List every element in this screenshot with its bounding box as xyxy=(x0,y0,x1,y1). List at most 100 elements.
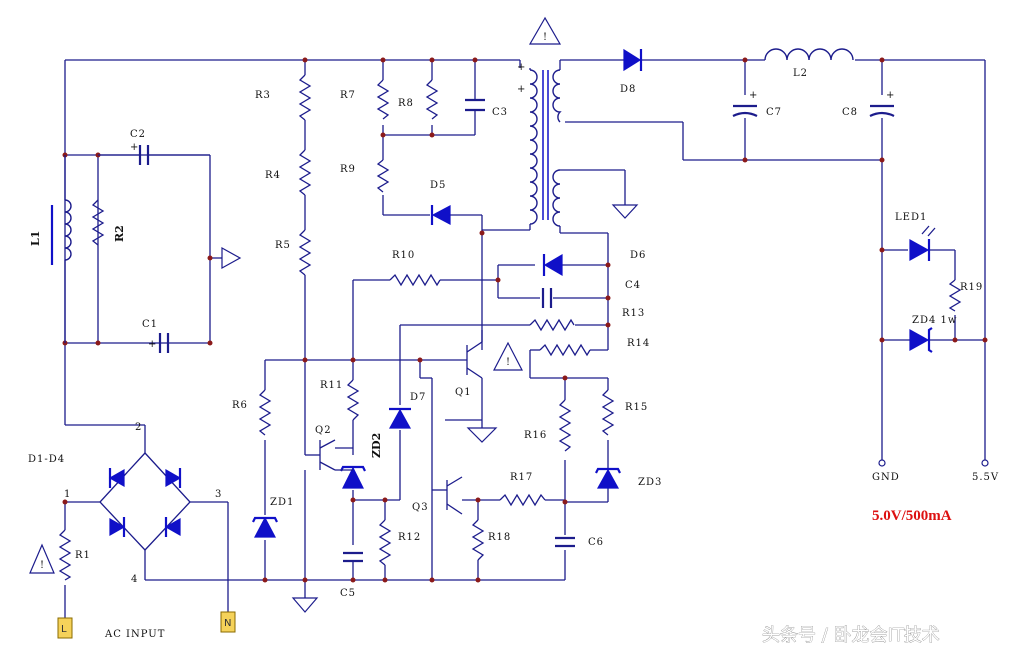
resistor-r17 xyxy=(499,493,546,507)
resistor-r18 xyxy=(471,519,485,561)
transistor-q2 xyxy=(319,439,353,471)
resistors xyxy=(58,74,962,581)
label-zd1: ZD1 xyxy=(270,497,294,508)
capacitor-c4 xyxy=(541,288,553,308)
resistor-r5 xyxy=(298,229,312,276)
warning-mark: ! xyxy=(543,32,548,43)
transistors xyxy=(319,330,483,471)
label-d1-d4: D1-D4 xyxy=(28,454,65,465)
resistor-r9 xyxy=(376,159,390,193)
pin-label: 3 xyxy=(215,489,222,500)
zener-zd1 xyxy=(252,516,278,538)
resistor-r7 xyxy=(376,79,390,120)
label-c3: C3 xyxy=(492,107,508,118)
capacitor-c7 xyxy=(732,104,758,117)
ground-icon xyxy=(221,246,242,270)
ground-icon xyxy=(466,427,498,443)
ground-icon xyxy=(291,597,319,613)
capacitor-c2 xyxy=(98,145,210,165)
resistor-r15 xyxy=(601,389,615,436)
capacitor-c6 xyxy=(555,536,575,548)
transformer-secondary xyxy=(552,69,562,123)
label-c6: C6 xyxy=(588,537,604,548)
component-labels: L1 R2 C2 + C1 + R3 R4 R5 R6 R7 R8 R9 C3 … xyxy=(28,62,998,640)
label-q1: Q1 xyxy=(455,387,472,398)
label-q2: Q2 xyxy=(315,425,332,436)
inductor-l2 xyxy=(764,48,854,61)
label-r19: R19 xyxy=(960,282,983,293)
label-r14: R14 xyxy=(627,338,650,349)
plus-sign: + xyxy=(517,62,526,73)
capacitors xyxy=(98,98,895,563)
diode-d6 xyxy=(542,253,563,277)
output-spec: 5.0V/500mA xyxy=(872,508,952,524)
label-r6: R6 xyxy=(232,400,248,411)
watermark: 头条号 / 卧龙会IT技术 xyxy=(762,625,940,646)
inductors xyxy=(50,48,854,343)
label-r3: R3 xyxy=(255,90,271,101)
label-r9: R9 xyxy=(340,164,356,175)
pin-label: 2 xyxy=(135,422,142,433)
label-l2: L2 xyxy=(793,68,808,79)
resistor-r6 xyxy=(258,389,272,436)
zener-zd2 xyxy=(340,465,366,489)
transformer-primary xyxy=(529,69,538,225)
plus-sign: + xyxy=(517,84,526,95)
resistor-r2 xyxy=(91,199,105,246)
warning-icon xyxy=(29,543,55,574)
label-r5: R5 xyxy=(275,240,291,251)
plus-sign: + xyxy=(886,90,895,101)
label-zd3: ZD3 xyxy=(638,477,662,488)
label-c4: C4 xyxy=(625,280,641,291)
pin-label: 1 xyxy=(64,489,71,500)
resistor-r19 xyxy=(948,279,962,312)
warning-icon xyxy=(528,16,562,45)
plus-sign: + xyxy=(130,142,139,153)
label-r13: R13 xyxy=(622,308,645,319)
label-r16: R16 xyxy=(524,430,547,441)
label-r7: R7 xyxy=(340,90,356,101)
terminal-l xyxy=(57,617,73,639)
warning-icon xyxy=(493,341,523,371)
transformer-aux xyxy=(552,169,561,227)
capacitor-c3 xyxy=(465,98,485,112)
output-terminals xyxy=(878,459,989,467)
resistor-r1 xyxy=(58,529,72,581)
label-r1: R1 xyxy=(75,550,91,561)
plus-sign: + xyxy=(148,339,157,350)
label-c1: C1 xyxy=(142,319,158,330)
label-r2: R2 xyxy=(113,225,126,242)
resistor-r3 xyxy=(298,74,312,121)
label-d5: D5 xyxy=(430,180,446,191)
label-r10: R10 xyxy=(392,250,415,261)
label-d8: D8 xyxy=(620,84,636,95)
label-r12: R12 xyxy=(398,532,421,543)
ground-symbols xyxy=(221,204,639,613)
junction-dots xyxy=(62,57,988,583)
diode-d8 xyxy=(623,48,643,72)
zener-zd4 xyxy=(909,327,933,353)
zener-zd3 xyxy=(595,467,621,489)
label-c8: C8 xyxy=(842,107,858,118)
resistor-r4 xyxy=(298,149,312,196)
label-r8: R8 xyxy=(398,98,414,109)
capacitor-c1 xyxy=(158,333,170,353)
label-r11: R11 xyxy=(320,380,343,391)
label-d7: D7 xyxy=(410,392,426,403)
bridge-rectifier xyxy=(99,452,191,551)
warning-icons: ! ! ! xyxy=(29,16,562,574)
led-led1 xyxy=(909,225,936,262)
label-r15: R15 xyxy=(625,402,648,413)
ac-terminals: L N xyxy=(57,611,236,639)
label-r4: R4 xyxy=(265,170,281,181)
capacitor-c5 xyxy=(343,551,363,563)
inductor-l1 xyxy=(64,199,72,261)
warning-mark: ! xyxy=(506,357,511,368)
label-c5: C5 xyxy=(340,588,356,599)
label-led1: LED1 xyxy=(895,212,927,223)
terminal-l-label: L xyxy=(61,624,67,635)
label-ac-input: AC INPUT xyxy=(104,629,165,640)
label-c2: C2 xyxy=(130,129,146,140)
label-l1: L1 xyxy=(29,231,42,246)
terminal-n xyxy=(220,611,236,633)
